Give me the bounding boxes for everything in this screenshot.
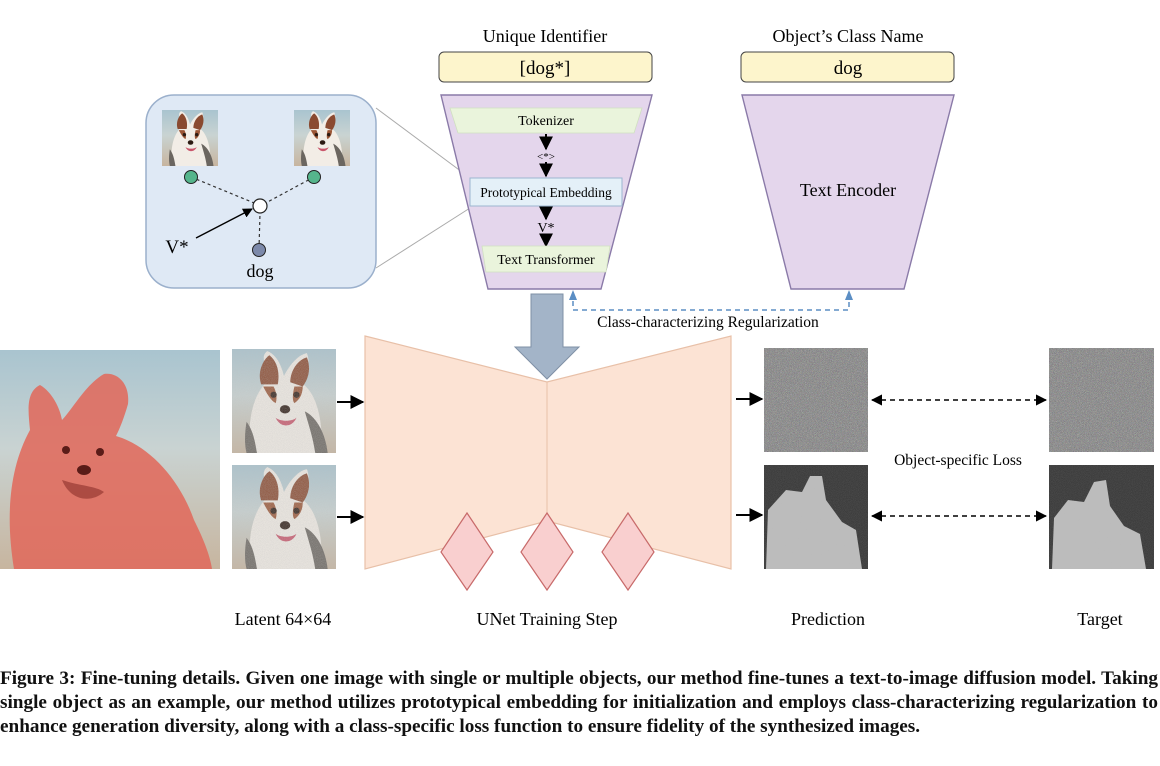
text-encoder-label: Text Encoder [800,180,896,200]
inset-dog-image-left [162,110,218,166]
latent-noisy-top [232,349,336,453]
node-image-left [184,170,198,184]
vstar-token-label: V* [537,221,554,236]
figure-caption: Figure 3: Fine-tuning details. Given one… [0,668,1158,737]
text-encoder-custom: Tokenizer <*> Prototypical Embedding V* … [440,94,653,290]
target-mask [1049,465,1154,569]
prototypical-embedding-label: Prototypical Embedding [480,185,612,200]
target-noise [1049,348,1154,452]
node-class-dog [252,243,266,257]
vstar-pointer-arrow [195,208,253,239]
prediction-mask [764,465,868,569]
latent-label: Latent 64×64 [235,609,332,629]
unet-diamond-2 [520,511,574,592]
unet-diamond-3 [601,511,655,592]
latent-noisy-bottom [232,465,336,569]
fine-tuning-diagram: V* dog Unique Identifier [dog*] Tokenize… [0,26,1154,629]
conditioning-arrow [513,293,581,380]
regularization-label: Class-characterizing Regularization [597,314,819,331]
prediction-label: Prediction [791,609,865,629]
text-transformer-label: Text Transformer [497,253,595,268]
unet-label: UNet Training Step [476,609,617,629]
inset-dog-label: dog [247,261,274,281]
inset-dog-image-right [294,110,350,166]
unet-block [364,335,732,592]
identifier-title: Unique Identifier [483,26,607,46]
prediction-noise [764,348,868,452]
identifier-value: [dog*] [520,58,571,79]
class-name-header: Object’s Class Name dog [740,26,955,83]
embedding-inset: V* dog [145,94,377,289]
class-name-value: dog [834,58,863,79]
text-encoder-class: Text Encoder [741,94,955,290]
token-label: <*> [537,151,555,163]
loss-label: Object-specific Loss [894,452,1022,469]
node-image-right [307,170,321,184]
target-label: Target [1077,609,1122,629]
regularization-link: Class-characterizing Regularization [569,290,853,331]
node-prototype [252,198,268,214]
tokenizer-label: Tokenizer [518,114,574,129]
class-name-title: Object’s Class Name [773,26,924,46]
unet-diamond-1 [440,511,494,592]
inset-vstar-label: V* [165,237,188,258]
source-image [0,350,220,569]
identifier-header: Unique Identifier [dog*] [438,26,653,83]
